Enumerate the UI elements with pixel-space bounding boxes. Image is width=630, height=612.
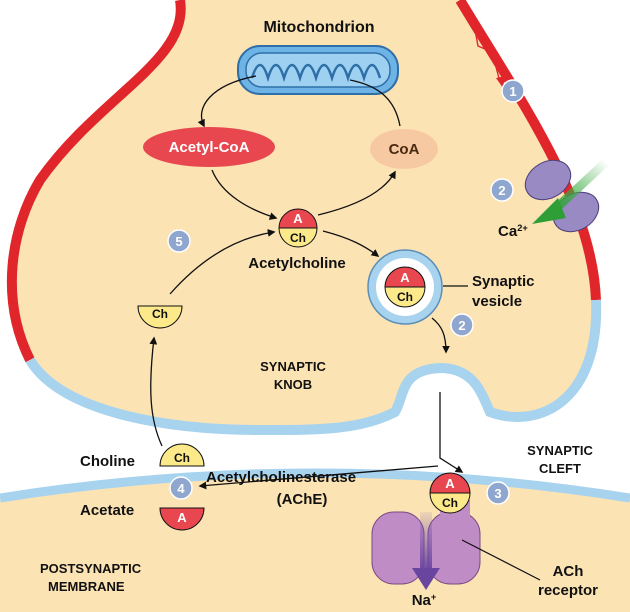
arrow-ach-to-coa [317,170,396,216]
receptor-leader-line [461,539,541,581]
calcium-influx-arrow [548,158,610,216]
acetyl-coa-bubble [143,127,275,167]
arrow-mito-to-acetylcoa [197,75,257,128]
action-potential-arrow [473,23,501,83]
arrow-choline-up [149,336,163,447]
postsynaptic-cytoplasm [0,473,630,612]
step-circles [167,79,525,505]
arrow-coa-to-mito [349,79,401,127]
arrow-vesicle-to-release [431,317,450,354]
choline-recycled [137,305,183,329]
arrow-to-ache [198,465,439,490]
choline-cleft [159,443,205,467]
presynaptic-membrane-lower [25,299,602,436]
calcium-arrowhead [532,198,566,224]
presynaptic-membrane-right-upper [455,0,601,301]
postsynaptic-membrane [0,468,630,503]
arrow-choline-to-ach [169,229,276,295]
ach-receptor [371,500,481,585]
ach-molecule-knob [278,208,318,248]
sodium-arrowhead [412,568,440,590]
presynaptic-membrane-upper [6,0,186,363]
arrow-acetylcoa-to-ach [211,169,278,220]
sodium-arrow-shaft [420,512,432,572]
synaptic-vesicle [367,249,443,325]
mitochondrion [237,45,399,95]
coa-bubble [370,129,438,169]
acetate-cleft [159,507,205,531]
arrow-ach-to-vesicle [322,230,380,257]
ach-molecule-receptor [429,472,471,514]
arrow-release-to-receptor [439,392,464,473]
